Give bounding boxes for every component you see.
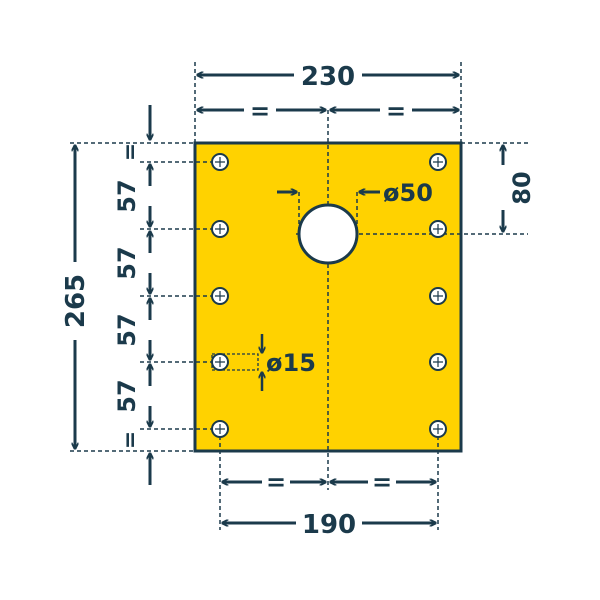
bolt-hole-crosshairs [215,157,443,434]
dim-230-label: 230 [301,62,355,92]
dim-pitch-4-label: 57 [113,379,141,412]
dim-d50-label: ø50 [383,179,433,207]
dim-80-label: 80 [508,171,536,204]
dim-eq-bottom-right-label: = [372,468,392,496]
dim-pitch-1-label: 57 [113,179,141,212]
dim-190-label: 190 [302,510,356,540]
center-hole [297,203,359,265]
bolt-hole-dim-box [211,353,259,371]
dim-d15-label: ø15 [266,349,316,377]
dim-pitch-3-label: 57 [113,313,141,346]
dim-eq-top-right-label: = [386,97,406,125]
dim-eq-top-left-label: = [250,97,270,125]
dim-265-label: 265 [61,274,91,328]
dim-eq-left-bottom-label: = [118,431,143,449]
dim-eq-bottom-left-label: = [266,468,286,496]
dim-pitch-2-label: 57 [113,246,141,279]
dim-eq-left-top-label: = [118,143,143,161]
